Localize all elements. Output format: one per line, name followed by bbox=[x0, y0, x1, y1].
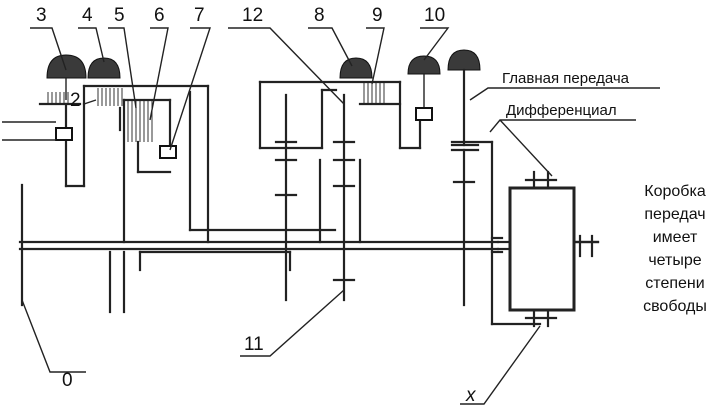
brake-8 bbox=[339, 57, 373, 79]
brake-4 bbox=[87, 57, 121, 79]
number-labels: 3 4 5 6 7 2 12 8 9 10 0 11 x bbox=[36, 5, 477, 406]
label-3: 3 bbox=[36, 5, 47, 26]
label-5: 5 bbox=[114, 5, 125, 26]
label-8: 8 bbox=[314, 5, 325, 26]
leader-lines bbox=[21, 27, 660, 405]
label-6: 6 bbox=[154, 5, 165, 26]
brake-10 bbox=[407, 55, 441, 110]
note-line-4: четыре bbox=[648, 252, 701, 269]
label-4: 4 bbox=[82, 5, 93, 26]
label-2: 2 bbox=[70, 90, 81, 111]
note-line-5: степени bbox=[645, 275, 704, 292]
note-line-1: Коробка bbox=[644, 183, 706, 200]
label-differential: Дифференциал bbox=[506, 102, 617, 119]
main-drive-gears bbox=[450, 140, 494, 326]
label-x: x bbox=[465, 385, 477, 406]
label-11: 11 bbox=[244, 334, 264, 355]
label-9: 9 bbox=[372, 5, 383, 26]
note-line-2: передач bbox=[644, 206, 705, 223]
label-12: 12 bbox=[242, 5, 263, 26]
brake-main bbox=[447, 49, 481, 147]
planetary-group-left bbox=[2, 84, 337, 314]
differential bbox=[490, 170, 600, 328]
label-10: 10 bbox=[424, 5, 445, 26]
brake-3 bbox=[46, 54, 87, 100]
note-line-3: имеет bbox=[653, 229, 698, 246]
label-main-drive: Главная передача bbox=[502, 70, 630, 87]
text-labels: Главная передача Дифференциал bbox=[502, 70, 630, 119]
label-7: 7 bbox=[194, 5, 205, 26]
label-0: 0 bbox=[62, 370, 73, 391]
planetary-group-middle bbox=[258, 80, 433, 302]
note-line-6: свободы bbox=[643, 298, 707, 315]
note-block: Коробка передач имеет четыре степени сво… bbox=[643, 183, 707, 315]
